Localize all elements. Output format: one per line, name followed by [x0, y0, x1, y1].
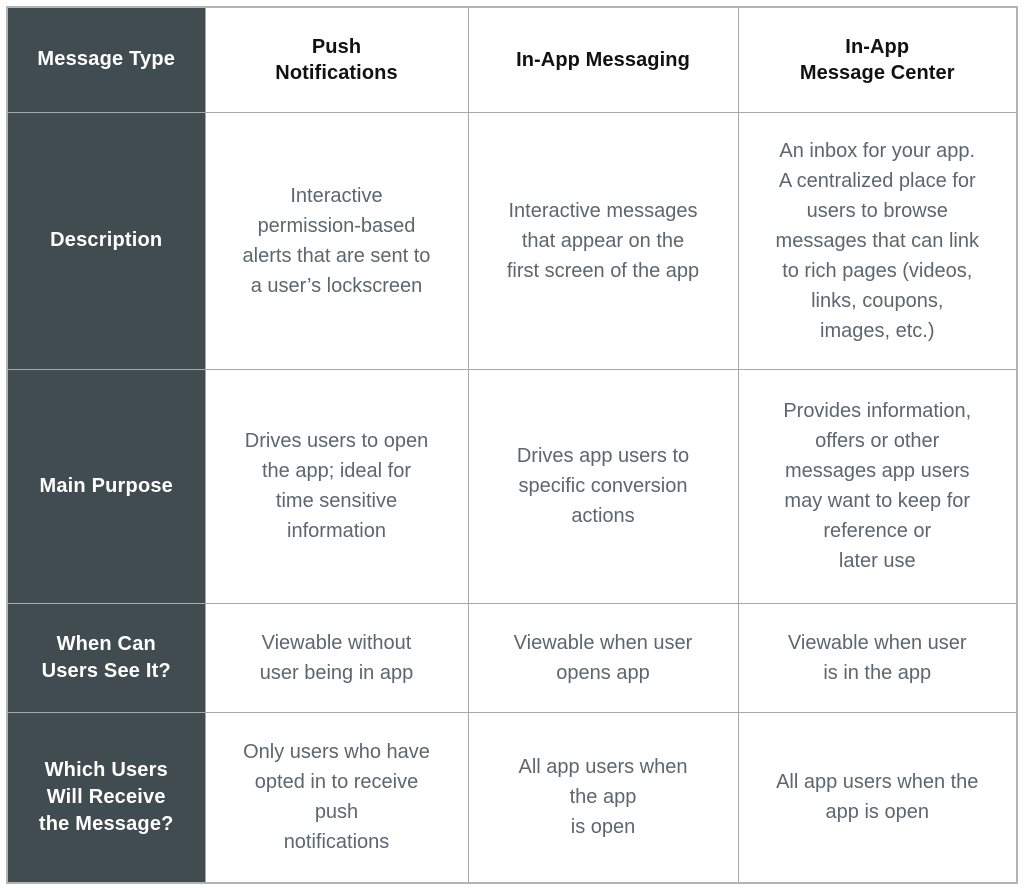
cell-main-purpose-in-app-message-center: Provides information, offers or other me… — [737, 368, 1018, 604]
cell-text: Interactive messages that appear on the … — [506, 199, 700, 282]
cell-description-in-app-messaging: Interactive messages that appear on the … — [467, 111, 739, 370]
column-header-push-notifications: Push Notifications — [204, 6, 469, 113]
column-header-label: Push Notifications — [275, 35, 398, 84]
table-row-main-purpose: Main Purpose Drives users to open the ap… — [6, 368, 1018, 604]
cell-visibility-in-app-message-center: Viewable when user is in the app — [737, 602, 1018, 713]
row-label-description: Description — [6, 111, 206, 370]
column-header-message-type: Message Type — [6, 6, 206, 113]
table-body: Description Interactive permission-based… — [6, 111, 1018, 884]
table-row-which-users-will-receive: Which Users Will Receive the Message? On… — [6, 711, 1018, 884]
cell-text: Drives app users to specific conversion … — [516, 445, 690, 527]
column-header-in-app-message-center: In-App Message Center — [737, 6, 1018, 113]
cell-text: Viewable when user opens app — [513, 631, 693, 684]
column-header-label: In-App Messaging — [516, 48, 690, 71]
row-label-text: Main Purpose — [39, 474, 174, 497]
cell-main-purpose-push-notifications: Drives users to open the app; ideal for … — [204, 368, 469, 604]
cell-text: Interactive permission-based alerts that… — [242, 184, 431, 297]
table-header-row: Message Type Push Notifications In-App M… — [6, 6, 1018, 113]
row-label-which-users-will-receive: Which Users Will Receive the Message? — [6, 711, 206, 884]
cell-text: An inbox for your app. A centralized pla… — [775, 139, 979, 342]
column-header-label: Message Type — [37, 48, 176, 71]
message-type-comparison-table: Message Type Push Notifications In-App M… — [6, 6, 1018, 884]
cell-text: Provides information, offers or other me… — [783, 400, 972, 572]
table-row-when-can-users-see-it: When Can Users See It? Viewable without … — [6, 602, 1018, 713]
cell-text: Drives users to open the app; ideal for … — [244, 430, 429, 542]
row-label-text: Description — [50, 229, 163, 251]
column-header-in-app-messaging: In-App Messaging — [467, 6, 739, 113]
cell-description-in-app-message-center: An inbox for your app. A centralized pla… — [737, 111, 1018, 370]
table-row-description: Description Interactive permission-based… — [6, 111, 1018, 370]
cell-audience-in-app-messaging: All app users when the app is open — [467, 711, 739, 884]
cell-main-purpose-in-app-messaging: Drives app users to specific conversion … — [467, 368, 739, 604]
cell-audience-push-notifications: Only users who have opted in to receive … — [204, 711, 469, 884]
table-header: Message Type Push Notifications In-App M… — [6, 6, 1018, 113]
cell-text: All app users when the app is open — [518, 756, 688, 839]
cell-text: Only users who have opted in to receive … — [243, 741, 430, 854]
row-label-when-can-users-see-it: When Can Users See It? — [6, 602, 206, 713]
column-header-label: In-App Message Center — [799, 35, 955, 84]
cell-text: All app users when the app is open — [776, 771, 979, 824]
row-label-main-purpose: Main Purpose — [6, 368, 206, 604]
cell-text: Viewable when user is in the app — [787, 631, 967, 684]
row-label-text: Which Users Will Receive the Message? — [38, 758, 174, 835]
cell-audience-in-app-message-center: All app users when the app is open — [737, 711, 1018, 884]
cell-visibility-in-app-messaging: Viewable when user opens app — [467, 602, 739, 713]
cell-description-push-notifications: Interactive permission-based alerts that… — [204, 111, 469, 370]
cell-visibility-push-notifications: Viewable without user being in app — [204, 602, 469, 713]
cell-text: Viewable without user being in app — [259, 631, 414, 684]
row-label-text: When Can Users See It? — [41, 632, 171, 682]
